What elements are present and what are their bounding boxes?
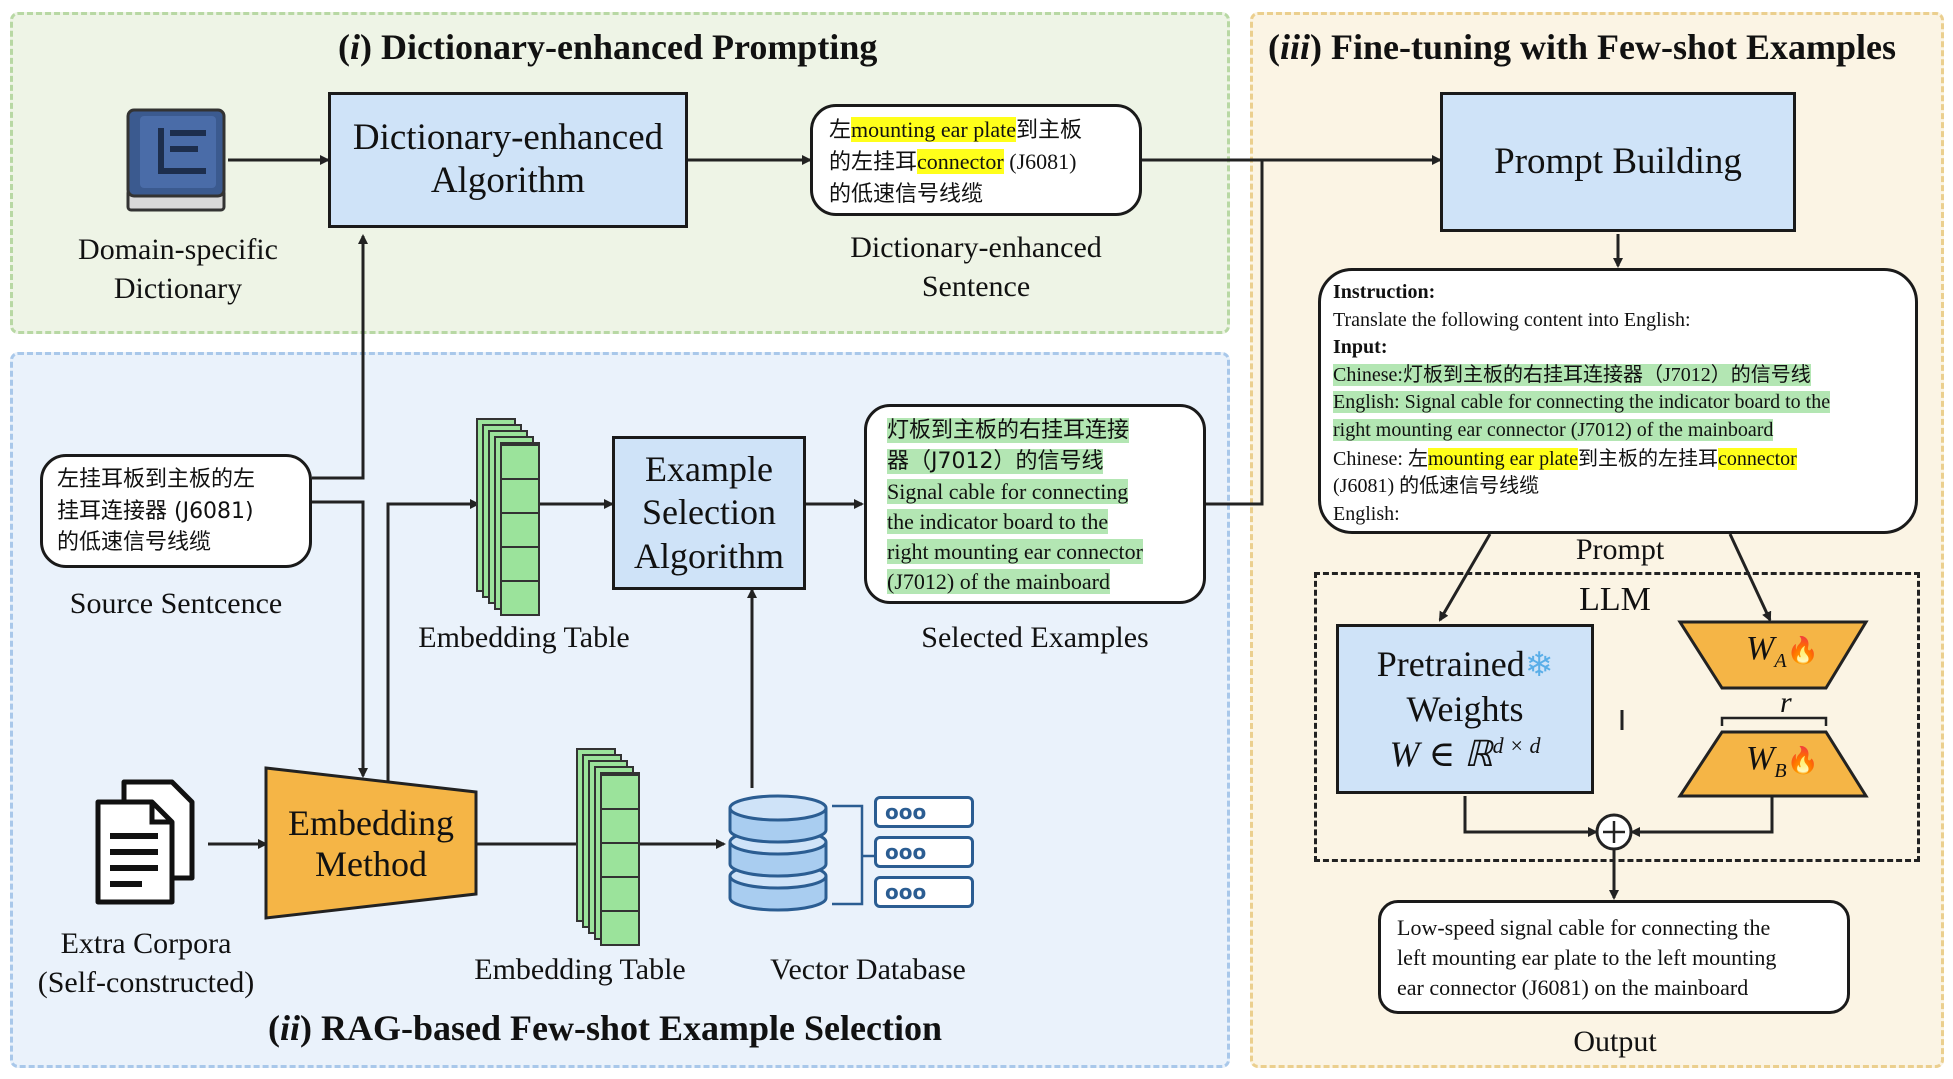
arrow-pretrained-to-sum <box>1463 796 1598 837</box>
arrow-prompt-to-wa <box>1728 533 1772 622</box>
fire-icon: 🔥 <box>1786 636 1819 666</box>
vector-database-label: Vector Database <box>770 953 966 986</box>
wa-label: WA🔥 <box>1746 630 1819 672</box>
arrow-source-to-algo <box>312 234 368 480</box>
output-label: Output <box>1573 1025 1657 1058</box>
source-sentence-box: 左挂耳板到主板的左 挂耳连接器 (J6081) 的低速信号线缆 <box>40 454 312 568</box>
embedding-table-bottom-label: Embedding Table <box>474 953 686 986</box>
wb-label: WB🔥 <box>1746 740 1819 782</box>
dictionary-label: Domain-specific Dictionary <box>78 233 278 305</box>
llm-label: LLM <box>1579 581 1651 618</box>
book-icon <box>126 108 226 212</box>
pretrained-weights-box: Pretrained❄ Weights W ∈ ℝd × d <box>1336 624 1594 794</box>
selected-examples-box: 灯板到主板的右挂耳连接 器（J7012）的信号线 Signal cable fo… <box>864 404 1206 604</box>
embedding-table-top <box>476 418 542 616</box>
db-connector-lines <box>832 804 874 906</box>
embedding-table-bottom <box>576 748 642 946</box>
prompt-building-box: Prompt Building <box>1440 92 1796 232</box>
arrow-embed-to-table <box>386 499 480 786</box>
dictionary-enhanced-sentence-label: Dictionary-enhanced Sentence <box>850 231 1102 303</box>
wb-trapezoid <box>1677 730 1869 798</box>
extra-corpora-label: Extra Corpora (Self-constructed) <box>37 927 255 999</box>
fire-icon: 🔥 <box>1786 746 1819 776</box>
server-rack-icon: ooo ooo ooo <box>874 796 974 908</box>
selected-examples-label: Selected Examples <box>921 621 1149 654</box>
prompt-box: Instruction: Translate the following con… <box>1318 268 1918 534</box>
prompt-label: Prompt <box>1575 533 1665 566</box>
arrow-wb-to-sum <box>1630 796 1774 837</box>
source-sentence-label: Source Sentcence <box>69 587 283 620</box>
snowflake-icon: ❄ <box>1524 644 1554 685</box>
arrow-prompt-to-pretrained <box>1438 533 1492 622</box>
llm-box <box>1314 572 1920 862</box>
rank-label: r <box>1780 686 1792 719</box>
embedding-method-shape <box>264 766 478 920</box>
panel-ii-title: (ii) RAG-based Few-shot Example Selectio… <box>268 1008 942 1048</box>
rank-bracket <box>1720 716 1828 726</box>
embedding-table-top-label: Embedding Table <box>418 621 630 654</box>
database-icon <box>728 794 828 912</box>
dictionary-enhanced-sentence-box: 左mounting ear plate到主板 的左挂耳connector (J6… <box>810 104 1142 216</box>
documents-icon <box>95 779 195 905</box>
arrow-examples-to-prompt <box>1206 160 1264 506</box>
panel-iii-title: (iii) Fine-tuning with Few-shot Examples <box>1268 27 1897 67</box>
arrow-source-to-embedding <box>312 500 368 778</box>
panel-i-title: (i) Dictionary-enhanced Prompting <box>338 27 878 67</box>
wa-trapezoid <box>1677 620 1869 690</box>
output-box: Low-speed signal cable for connecting th… <box>1378 900 1850 1014</box>
